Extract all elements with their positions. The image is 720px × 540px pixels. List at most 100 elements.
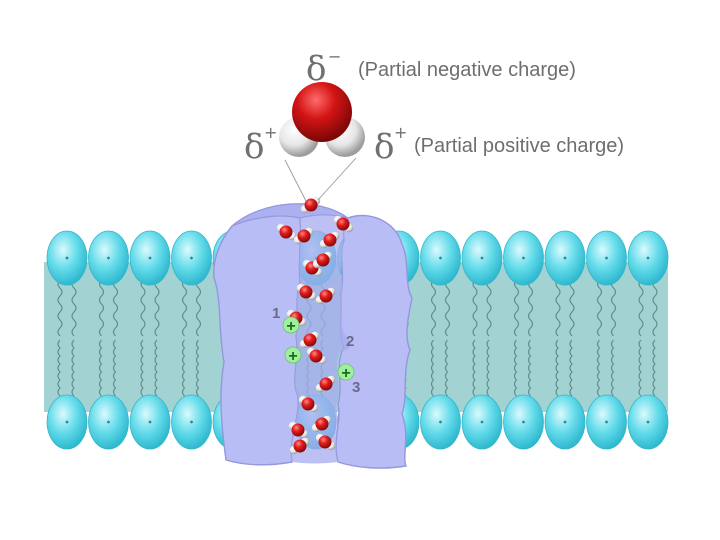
binding-site-3: + 3 xyxy=(337,363,360,396)
lipid-tail xyxy=(472,279,478,337)
lipid-tail xyxy=(527,279,534,337)
oxygen-atom xyxy=(291,423,305,437)
lipid-tail xyxy=(555,279,561,337)
lipid-tail xyxy=(430,279,437,337)
lipid-head-dot xyxy=(646,420,650,424)
oxygen-atom xyxy=(279,225,293,239)
lipid-tail xyxy=(98,339,103,397)
lipid-head-dot xyxy=(107,420,110,424)
water-molecule xyxy=(312,251,333,269)
lipid-tail xyxy=(112,339,117,397)
lipid-tail xyxy=(98,279,105,337)
lipid-head-dot xyxy=(522,420,525,424)
lipid-head-dot xyxy=(190,256,193,260)
lipid-tail xyxy=(638,339,642,397)
lipid-tail xyxy=(112,279,119,337)
water-molecule xyxy=(315,433,336,451)
water-molecule xyxy=(276,223,297,241)
lipid-head-dot xyxy=(190,420,193,424)
water-molecule xyxy=(315,375,336,393)
delta-negative-symbol: δ xyxy=(306,49,326,89)
positive-right-superscript: + xyxy=(394,123,407,142)
binding-site-1: + 1 xyxy=(272,305,300,335)
lipid-tail xyxy=(652,339,656,397)
lipid-tail xyxy=(154,339,158,397)
oxygen-atom xyxy=(316,253,330,267)
site-1-marker xyxy=(282,316,300,334)
positive-charge-label-right: δ + (Partial positive charge) xyxy=(374,123,624,167)
negative-charge-label: δ − (Partial negative charge) xyxy=(306,47,576,89)
oxygen-atom xyxy=(293,439,307,453)
water-molecule xyxy=(311,415,332,433)
lipid-tail xyxy=(610,339,615,397)
lipid-tail xyxy=(181,279,188,337)
water-molecule xyxy=(299,331,320,349)
lipid-tail xyxy=(652,279,658,337)
lipid-head-dot xyxy=(148,256,152,260)
lipid-tail xyxy=(181,339,186,397)
site-2-plus: + xyxy=(288,348,297,365)
lipid-tail xyxy=(444,339,449,397)
lipid-head-dot xyxy=(439,256,442,260)
site-1-number: 1 xyxy=(272,305,280,322)
binding-site-2: + 2 xyxy=(284,333,354,365)
lipid-head-dot xyxy=(480,420,484,424)
lipid-tail xyxy=(596,339,601,397)
water-molecule xyxy=(319,231,340,249)
site-3-marker xyxy=(337,363,355,381)
oxygen-atom xyxy=(319,289,333,303)
oxygen-atom xyxy=(318,435,332,449)
water-molecule xyxy=(306,347,327,365)
site-3-number: 3 xyxy=(352,379,360,396)
site-3-plus: + xyxy=(341,365,350,382)
oxygen-atom xyxy=(323,233,337,247)
water-molecule xyxy=(289,437,310,455)
water-molecule xyxy=(296,283,317,301)
enlarged-oxygen xyxy=(292,82,352,142)
oxygen-atom xyxy=(336,217,350,231)
water-molecule xyxy=(293,227,314,245)
lipid-head-dot xyxy=(107,256,110,260)
lipid-tail xyxy=(71,339,75,397)
negative-charge-text: (Partial negative charge) xyxy=(358,59,576,81)
lipid-tail xyxy=(71,279,77,337)
lipid-tail xyxy=(444,279,451,337)
lipid-tail xyxy=(57,279,63,337)
site-1-plus: + xyxy=(286,318,295,335)
lipid-head-dot xyxy=(439,420,442,424)
delta-positive-left-symbol: δ xyxy=(244,127,264,167)
water-molecule xyxy=(315,287,336,305)
water-molecule xyxy=(298,395,319,413)
oxygen-atom xyxy=(299,285,313,299)
lipid-tail xyxy=(638,279,644,337)
lipid-tail xyxy=(569,279,575,337)
lipid-tail xyxy=(472,339,476,397)
lipid-head-dot xyxy=(148,420,152,424)
lipid-tail xyxy=(140,339,144,397)
oxygen-atom xyxy=(315,417,329,431)
oxygen-atom xyxy=(304,198,318,212)
lipid-head-dot xyxy=(480,256,484,260)
lipid-tail xyxy=(195,279,202,337)
lipid-tail xyxy=(154,279,160,337)
zoom-lines xyxy=(284,157,357,202)
oxygen-atom xyxy=(309,349,323,363)
water-molecule xyxy=(288,421,309,439)
oxygen-atom xyxy=(303,333,317,347)
lipid-head-dot xyxy=(605,256,608,260)
lipid-tail xyxy=(527,339,532,397)
oxygen-atom xyxy=(301,397,315,411)
channel-left-half xyxy=(213,212,302,466)
lipid-tail xyxy=(596,279,603,337)
lipid-head-dot xyxy=(65,420,69,424)
lipid-head-dot xyxy=(605,420,608,424)
enlarged-water-molecule xyxy=(279,82,365,157)
lipid-tail xyxy=(513,339,518,397)
lipid-tail xyxy=(140,279,146,337)
lipid-tail xyxy=(57,339,61,397)
lipid-head-dot xyxy=(646,256,650,260)
lipid-tail xyxy=(430,339,435,397)
positive-left-superscript: + xyxy=(264,123,277,142)
lipid-tail xyxy=(486,279,492,337)
channel-water-molecules xyxy=(276,196,354,455)
